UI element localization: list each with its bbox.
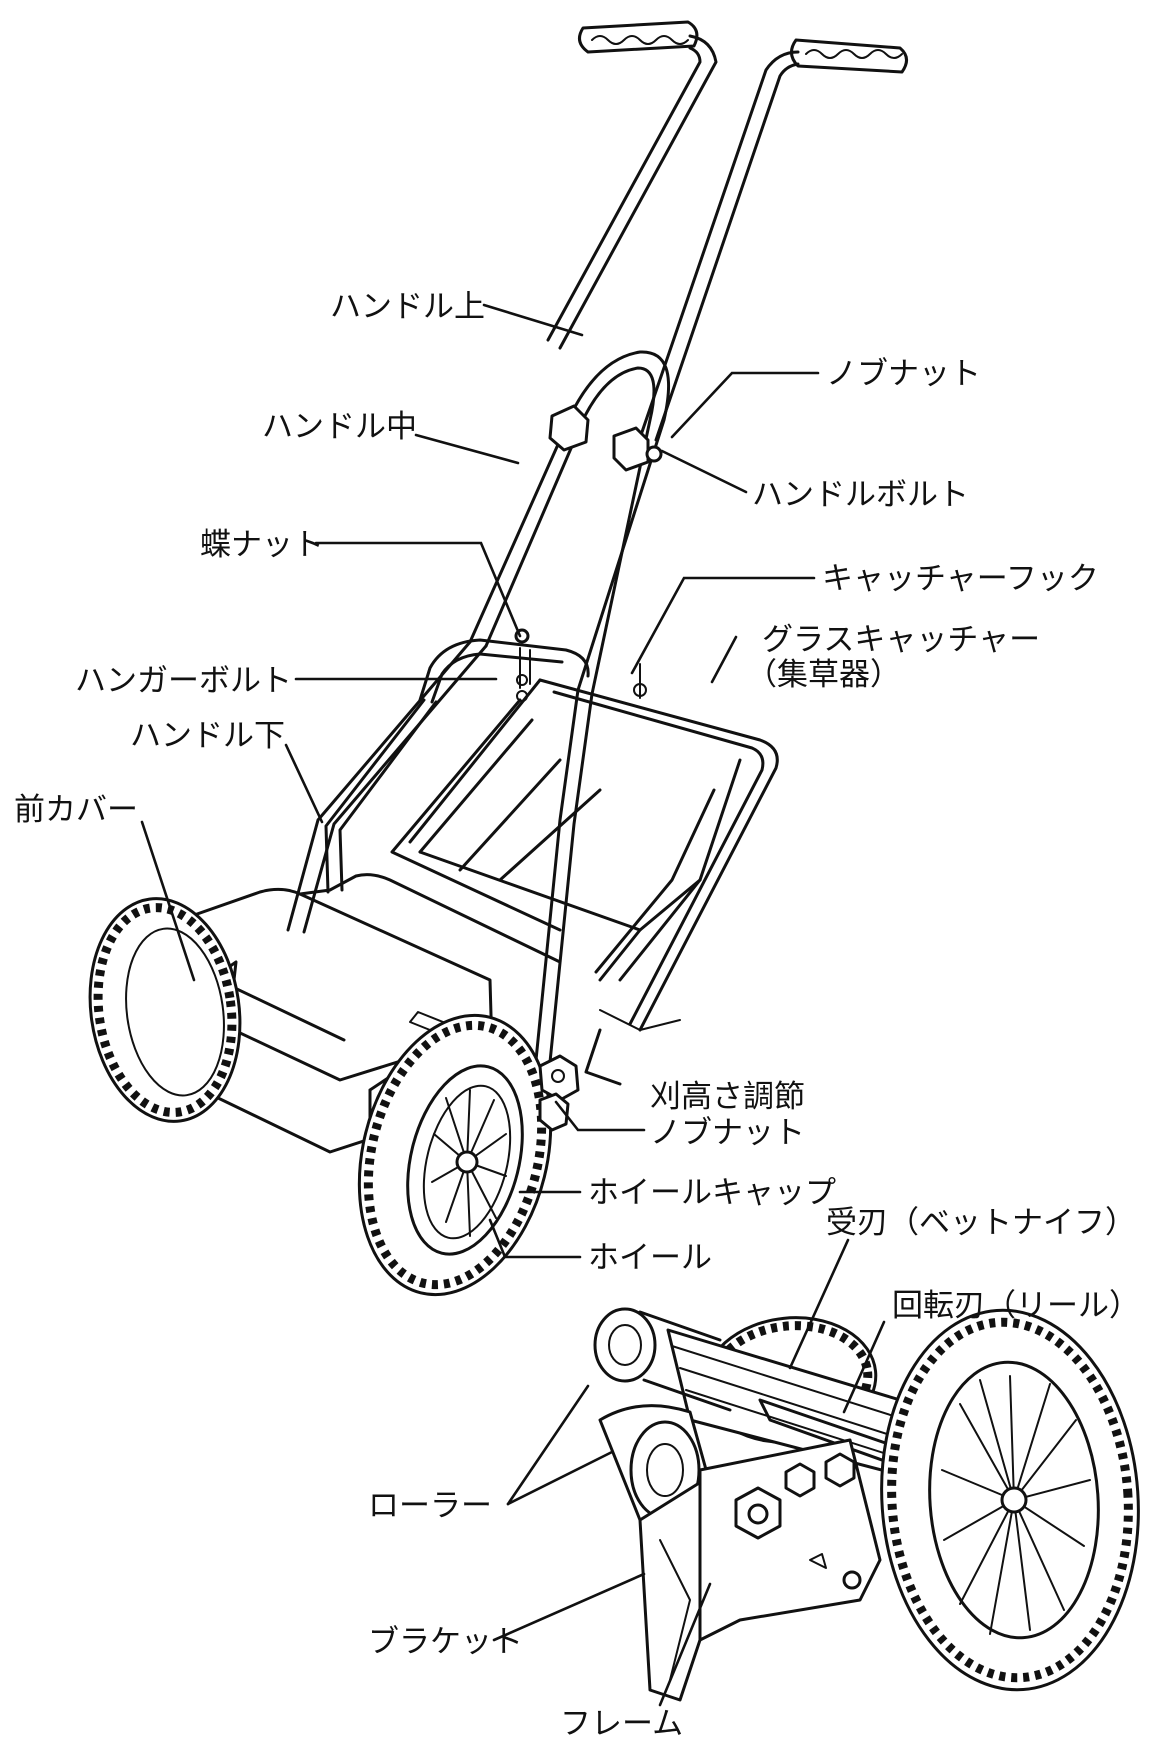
label-front-cover: 前カバー (14, 792, 138, 828)
mower-illustration-underside (593, 1307, 1140, 1702)
label-frame: フレーム (560, 1706, 683, 1742)
handle-knob-nut-right (612, 426, 663, 472)
label-bed-knife: 受刃（ベットナイフ） (826, 1205, 1136, 1241)
handle-upper (546, 34, 800, 442)
label-reel-blade: 回転刃（リール） (892, 1288, 1140, 1324)
part-labels: ハンドル上 ノブナット ハンドル中 ハンドルボルト 蝶ナット キャッチャーフック… (14, 289, 1140, 1742)
grass-catcher (390, 678, 779, 1086)
wheel-cap (422, 1084, 512, 1240)
label-handle-bolt: ハンドルボルト (752, 477, 969, 513)
frame-plate (698, 1438, 882, 1642)
label-catcher-hook: キャッチャーフック (822, 561, 1099, 597)
label-grass-catcher: グラスキャッチャー (762, 622, 1040, 658)
handle-lower (286, 640, 594, 1064)
mower-illustration-main (88, 20, 908, 1297)
handle-grip-right (790, 38, 908, 74)
wheel-left (88, 897, 242, 1123)
label-hanger-bolt: ハンガーボルト (75, 663, 292, 699)
handle-knob-nut-left (548, 404, 590, 452)
label-grass-catcher-note: （集草器） (746, 657, 901, 693)
roller-upper (593, 1307, 732, 1412)
label-handle-lower: ハンドル下 (130, 718, 285, 754)
label-knob-nut: ノブナット (826, 356, 981, 392)
label-handle-middle: ハンドル中 (262, 409, 417, 445)
underside-wheel-front (880, 1308, 1140, 1692)
label-wheel: ホイール (588, 1240, 712, 1276)
leader-lines (140, 303, 886, 1707)
label-roller: ローラー (368, 1488, 492, 1524)
label-wing-nut: 蝶ナット (200, 527, 324, 563)
label-bracket: ブラケット (368, 1624, 523, 1660)
height-adjust-knob (538, 1054, 580, 1132)
label-handle-upper: ハンドル上 (330, 289, 485, 325)
label-height-adjust-knob-nut: ノブナット (650, 1115, 805, 1151)
hanger-frame (324, 628, 647, 894)
handle-grip-left (577, 20, 699, 54)
wheel-front (357, 1013, 553, 1297)
label-wheel-cap: ホイールキャップ (588, 1175, 836, 1211)
label-height-adjust: 刈高さ調節 (650, 1079, 805, 1115)
